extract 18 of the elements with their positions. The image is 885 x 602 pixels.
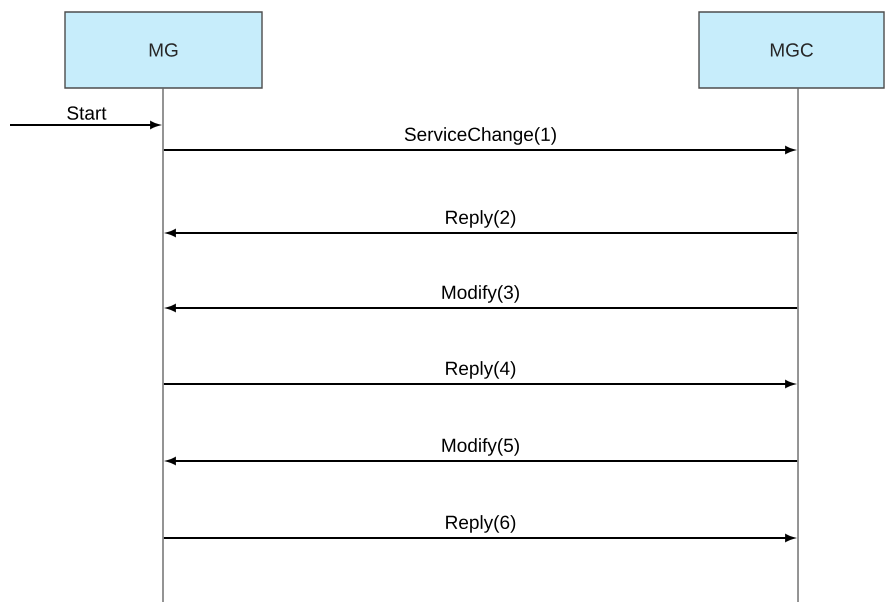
participant-box: MGC [698,11,885,89]
arrow [167,457,798,465]
lifeline [162,88,164,602]
arrow [167,304,798,312]
edge-label: Reply(2) [446,210,516,228]
arrow [164,380,794,388]
arrow [10,121,159,129]
edge-label: Reply(4) [446,361,516,379]
arrow [164,534,794,542]
edge-label: Modify(3) [442,285,519,303]
arrow [167,229,798,237]
edge-label: ServiceChange(1) [404,127,556,145]
edge-label: Modify(5) [442,438,519,456]
arrow [164,146,794,154]
lifeline [797,88,799,602]
participant-box: MG [64,11,263,89]
edge-label: Reply(6) [446,515,516,533]
edge-label: Start [67,106,106,120]
